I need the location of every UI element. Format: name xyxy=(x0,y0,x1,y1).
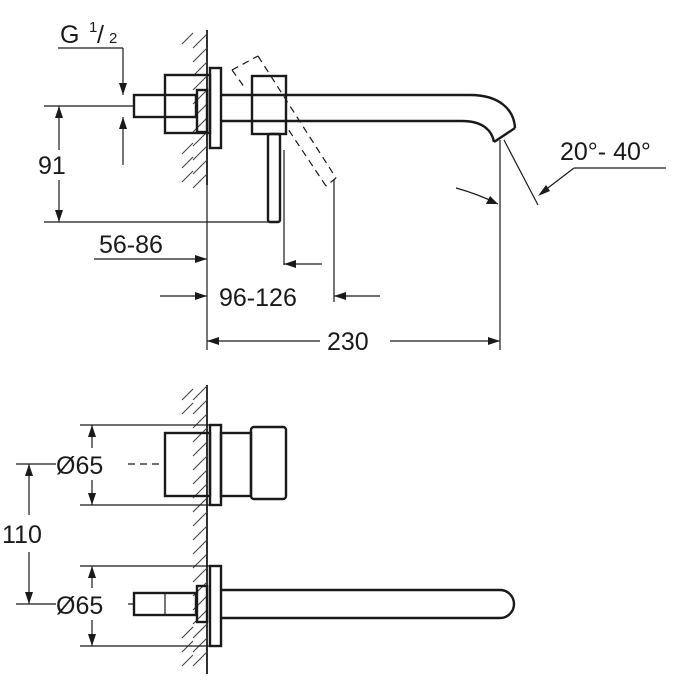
dim-91-arrow-bottom xyxy=(55,210,63,222)
dim-110-arrow-top xyxy=(25,464,33,476)
dim-d65-bottom-arrow-lower xyxy=(88,634,96,646)
dim-d65-top-label: Ø65 xyxy=(56,452,103,480)
angle-label: 20°- 40° xyxy=(560,138,651,166)
spout-top-edge xyxy=(221,93,517,129)
thread-arrow-bottom xyxy=(119,117,127,129)
mounting-block xyxy=(163,73,212,135)
dim-91-arrow-top xyxy=(55,106,63,118)
wall-hatching xyxy=(181,32,208,189)
lever-alternate-position xyxy=(231,55,337,187)
wall-hatching-bottom xyxy=(181,385,208,667)
angle-leader-arrow xyxy=(538,185,550,196)
dim-96-126-left-arrow xyxy=(195,292,207,300)
dim-110-arrow-bottom xyxy=(25,592,33,604)
spout-bottom-edge xyxy=(221,119,496,143)
side-view: G 1 / 2 91 56-86 96-126 xyxy=(38,19,666,356)
escutcheon-plate xyxy=(208,66,223,150)
dim-56-86-arrow xyxy=(195,255,207,263)
valve-body xyxy=(250,74,288,136)
wall-flange-inner xyxy=(195,88,209,134)
spout-outlet xyxy=(493,127,516,143)
spout-flange-inner xyxy=(195,584,209,624)
dim-d65-top-arrow-upper xyxy=(88,425,96,437)
spout-body xyxy=(221,588,516,620)
angle-arc-arrow xyxy=(486,196,498,204)
dim-96-126-label: 96-126 xyxy=(219,284,297,312)
dim-230-left-arrow xyxy=(207,337,219,345)
spout-plate xyxy=(208,564,223,648)
handle-body xyxy=(219,431,253,498)
thread-fraction-numerator: 1 xyxy=(89,19,97,36)
dim-56-86-label: 56-86 xyxy=(99,231,163,259)
handle-rosette xyxy=(163,431,212,498)
thread-fraction-slash: / xyxy=(97,21,104,49)
dim-d65-top-arrow-lower xyxy=(88,493,96,505)
handle-plate xyxy=(208,423,223,507)
angle-ray xyxy=(503,139,539,206)
dim-96-126-right-arrow xyxy=(334,292,346,300)
dim-d65-bottom-label: Ø65 xyxy=(56,592,103,620)
handle-knob xyxy=(249,425,288,501)
dim-110-label: 110 xyxy=(2,521,42,549)
wall-section-top xyxy=(181,30,208,189)
thread-arrow-top xyxy=(119,83,127,95)
dim-d65-bottom-arrow-upper xyxy=(88,566,96,578)
dim-56-86-right-arrow xyxy=(284,260,296,268)
front-view: Ø65 110 Ø65 xyxy=(2,385,516,674)
thread-fraction-denominator: 2 xyxy=(109,30,117,47)
dim-91-label: 91 xyxy=(38,152,66,180)
thread-size-label: G 1 / 2 xyxy=(60,19,117,49)
thread-letter: G xyxy=(60,21,79,49)
lever-handle xyxy=(266,132,282,224)
dim-230-label: 230 xyxy=(327,328,369,356)
dim-230-right-arrow xyxy=(488,337,500,345)
